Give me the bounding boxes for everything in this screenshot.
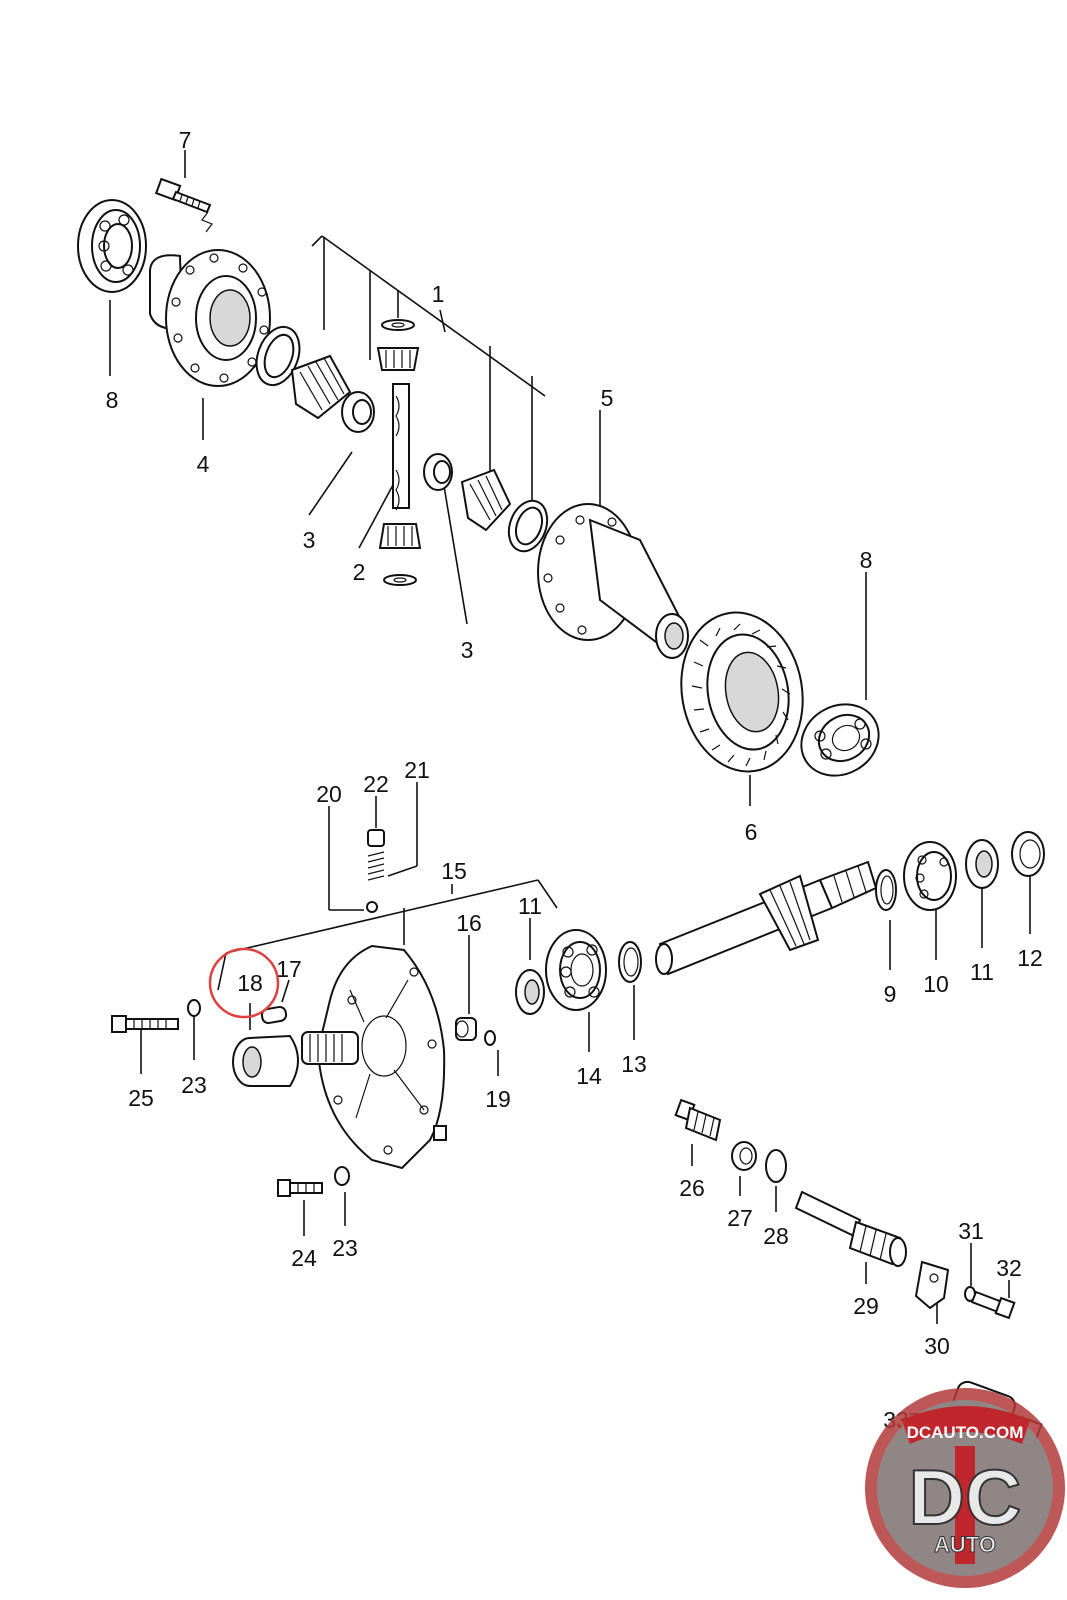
snap-ring-part-13 xyxy=(618,941,642,983)
callout-c18: 18 xyxy=(237,970,263,996)
callout-c8b: 8 xyxy=(860,547,873,573)
highlight-circle-18 xyxy=(208,947,280,1019)
callout-c11b: 11 xyxy=(970,959,994,985)
pin-part-17 xyxy=(260,1005,288,1025)
callout-c23a: 23 xyxy=(181,1072,207,1098)
bolt-part-24 xyxy=(277,1179,323,1197)
drive-shaft-part-29 xyxy=(794,1190,907,1267)
shim-part-9 xyxy=(875,869,897,911)
callout-c27: 27 xyxy=(727,1205,753,1231)
callout-c22: 22 xyxy=(363,771,389,797)
diff-housing-part-4 xyxy=(149,249,271,387)
o-ring-part-19 xyxy=(484,1030,496,1046)
callout-c30: 30 xyxy=(924,1333,950,1359)
thrust-washer-left xyxy=(255,325,301,387)
pinion-shaft-part-6 xyxy=(655,860,878,976)
callout-c13: 13 xyxy=(621,1051,647,1077)
watermark-dc-logo: DC xyxy=(909,1453,1022,1541)
bracket-part-30 xyxy=(914,1260,950,1310)
callout-c11a: 11 xyxy=(518,893,542,919)
plug-part-22 xyxy=(367,829,385,847)
o-ring-part-28 xyxy=(765,1149,787,1183)
bearing-part-8-right xyxy=(800,703,880,777)
callout-c20: 20 xyxy=(316,781,342,807)
callout-c28: 28 xyxy=(763,1223,789,1249)
callout-c6: 6 xyxy=(745,819,758,845)
callout-c7: 7 xyxy=(179,127,192,153)
callout-c14: 14 xyxy=(576,1063,602,1089)
diff-cover-part-5 xyxy=(537,503,689,659)
lock-washer-part-23a xyxy=(187,999,201,1017)
callout-c9: 9 xyxy=(884,981,897,1007)
bushing-part-3-left xyxy=(341,391,375,433)
bearing-part-14 xyxy=(545,929,607,1011)
cover-housing-part-15 xyxy=(301,944,447,1170)
callout-c16: 16 xyxy=(456,910,482,936)
side-gear-right xyxy=(460,468,512,532)
callout-c32: 32 xyxy=(996,1255,1022,1281)
callout-c25: 25 xyxy=(128,1085,154,1111)
lock-washer-part-23b xyxy=(334,1166,350,1186)
callout-c10: 10 xyxy=(923,971,949,997)
watermark-auto-text: AUTO xyxy=(934,1532,996,1557)
watermark-logo: DCAUTO.COM DC AUTO xyxy=(865,1388,1065,1588)
bolt-part-7 xyxy=(154,177,213,233)
watermark-url: DCAUTO.COM xyxy=(907,1423,1024,1442)
callout-c2: 2 xyxy=(353,559,366,585)
bolt-part-25 xyxy=(111,1015,179,1033)
seal-part-18 xyxy=(232,1034,299,1087)
leader-lines-top xyxy=(109,150,867,806)
callout-c3a: 3 xyxy=(303,527,316,553)
bushing-part-27 xyxy=(731,1141,757,1171)
seal-part-11-left xyxy=(515,969,545,1015)
callout-c23b: 23 xyxy=(332,1235,358,1261)
cup-part-12 xyxy=(1011,831,1045,877)
bearing-part-10 xyxy=(903,841,957,911)
gear-part-26 xyxy=(674,1098,722,1142)
bearing-part-8-left xyxy=(77,199,147,293)
callout-c17: 17 xyxy=(276,956,302,982)
side-gear-left xyxy=(290,354,352,420)
callout-c5: 5 xyxy=(601,385,614,411)
callout-c4: 4 xyxy=(197,451,210,477)
callout-c26: 26 xyxy=(679,1175,705,1201)
screw-part-32 xyxy=(970,1290,1016,1320)
callout-c1: 1 xyxy=(432,281,445,307)
callout-c8a: 8 xyxy=(106,387,119,413)
ring-gear-part-6 xyxy=(680,611,804,773)
callout-c24: 24 xyxy=(291,1245,317,1271)
callout-c3b: 3 xyxy=(461,637,474,663)
callout-c21: 21 xyxy=(404,757,430,783)
callout-c31: 31 xyxy=(958,1218,984,1244)
leader-lines-bottom xyxy=(140,782,1031,1415)
pinion-gear-top xyxy=(376,319,420,371)
callout-c19: 19 xyxy=(485,1086,511,1112)
callout-c15: 15 xyxy=(441,858,467,884)
pinion-gear-bottom xyxy=(378,523,422,586)
callout-c29: 29 xyxy=(853,1293,879,1319)
thrust-washer-right xyxy=(507,499,549,553)
ball-part-20 xyxy=(366,901,378,913)
bushing-part-16 xyxy=(455,1017,477,1041)
cross-shaft-part-2 xyxy=(392,383,410,511)
seal-part-11-right xyxy=(965,839,999,889)
callout-c12: 12 xyxy=(1017,945,1043,971)
bushing-part-3-right xyxy=(423,453,453,491)
spring-part-21 xyxy=(367,851,385,881)
